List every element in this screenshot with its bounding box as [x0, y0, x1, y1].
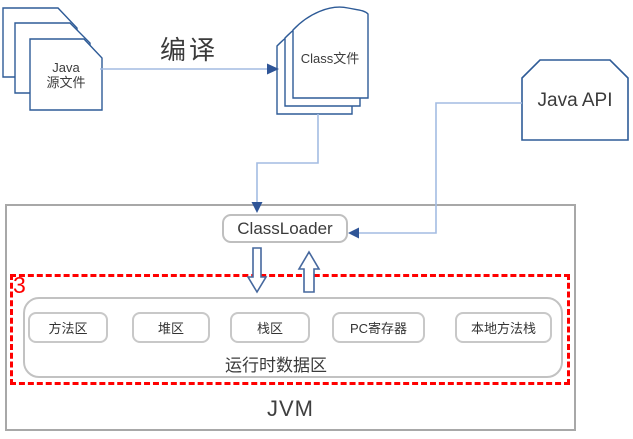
runtime-box-stack-area: 栈区 — [230, 312, 310, 343]
runtime-box-native-method-stack: 本地方法栈 — [455, 312, 552, 343]
runtime-box-heap-area: 堆区 — [132, 312, 210, 343]
java-source-files-label: Java 源文件 — [30, 60, 102, 90]
java-api-label: Java API — [537, 90, 613, 111]
heap-area-label: 堆区 — [157, 321, 184, 336]
stack-area-label: 栈区 — [256, 321, 283, 336]
pc-register-label: PC寄存器 — [349, 321, 408, 336]
runtime-box-pc-register: PC寄存器 — [332, 312, 425, 343]
native-method-stack-label: 本地方法栈 — [470, 321, 536, 336]
method-area-label: 方法区 — [48, 321, 88, 336]
java-source-label-line1: Java — [52, 60, 80, 75]
jvm-label: JVM — [267, 396, 314, 421]
classloader-box: ClassLoader — [222, 214, 348, 243]
runtime-highlight-dashed-box — [10, 274, 570, 385]
runtime-data-area-label: 运行时数据区 — [225, 356, 327, 375]
classfile-to-classloader-arrow — [251, 114, 319, 213]
class-file-label: Class文件 — [300, 51, 360, 66]
step-number-label: 3 — [13, 272, 26, 298]
java-source-files-icon — [2, 7, 103, 111]
classloader-label: ClassLoader — [237, 218, 333, 238]
compile-label: 编译 — [160, 35, 219, 65]
java-source-label-line2: 源文件 — [46, 75, 86, 90]
runtime-box-method-area: 方法区 — [28, 312, 108, 343]
